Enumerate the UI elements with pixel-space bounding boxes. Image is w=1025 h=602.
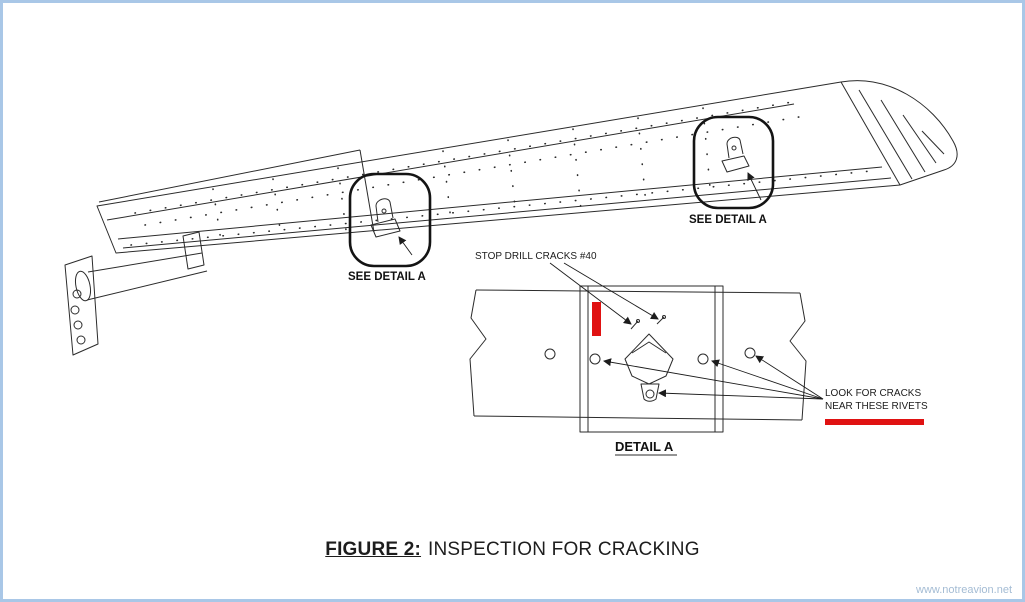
see-detail-a-label-right: SEE DETAIL A xyxy=(689,214,767,226)
spar-line-forward xyxy=(106,103,795,221)
horn-hole xyxy=(76,335,86,345)
leading-edge-seam xyxy=(98,149,361,203)
detail-leader-arrows xyxy=(549,262,824,400)
horn-hole xyxy=(70,305,80,315)
tip-rib-edge xyxy=(840,81,901,186)
figure-caption-title: INSPECTION FOR CRACKING xyxy=(428,539,700,560)
panel-seam xyxy=(359,149,375,233)
horn-hole xyxy=(73,320,83,330)
band-bottom-edge xyxy=(473,415,803,421)
stabilizer-drawing xyxy=(64,80,958,356)
detail-a-drawing xyxy=(469,285,807,433)
red-highlight-bar xyxy=(592,302,601,336)
hinge-bracket xyxy=(624,333,674,385)
rivet xyxy=(744,347,756,359)
hinge-fitting-left xyxy=(370,198,401,238)
callout-arrow-right xyxy=(747,172,762,201)
counterweight-tube-bottom xyxy=(86,270,208,301)
hinge-bracket-tab xyxy=(640,383,660,402)
see-detail-a-label-left: SEE DETAIL A xyxy=(348,271,426,283)
counterweight-tube-top xyxy=(87,252,203,273)
break-line-right xyxy=(789,292,807,421)
horn-plate xyxy=(64,255,99,356)
rivet xyxy=(697,353,709,365)
break-line-left xyxy=(469,289,487,417)
horn-hole xyxy=(72,289,82,299)
stabilizer-outline xyxy=(96,80,958,254)
hinge-fitting-right xyxy=(721,136,750,173)
rivet xyxy=(645,389,655,399)
tip-bow-line xyxy=(921,130,945,155)
counterweight-tube-end xyxy=(74,270,92,302)
rivet xyxy=(589,353,601,365)
stop-drill-label: STOP DRILL CRACKS #40 xyxy=(475,251,597,262)
detail-callout-left xyxy=(348,172,432,268)
rivet xyxy=(544,348,556,360)
root-hinge-strap xyxy=(182,231,205,270)
tip-bow-line xyxy=(902,114,937,164)
hinge-bracket-inner-line xyxy=(631,341,667,354)
look-for-cracks-line2: NEAR THESE RIVETS xyxy=(825,401,928,412)
tip-bow-line xyxy=(858,89,913,180)
detail-callout-right xyxy=(692,115,775,210)
rivet-rows xyxy=(130,100,872,246)
tip-bow-line xyxy=(880,99,926,173)
band-top-edge xyxy=(475,289,801,294)
figure-caption-number: FIGURE 2: xyxy=(325,539,422,560)
spar-line-aft xyxy=(117,166,883,240)
callout-arrow-left xyxy=(398,236,413,256)
doubler-plate xyxy=(579,285,724,433)
detail-a-title: DETAIL A xyxy=(615,439,674,454)
look-for-cracks-line1: LOOK FOR CRACKS xyxy=(825,388,921,399)
stop-drill-hole xyxy=(662,315,666,319)
red-underline-mark xyxy=(825,419,924,425)
figure-caption: FIGURE 2: INSPECTION FOR CRACKING xyxy=(3,539,1022,561)
watermark-text: www.notreavion.net xyxy=(916,584,1012,596)
stop-drill-hole xyxy=(636,319,640,323)
figure-2-diagram: SEE DETAIL A SEE DETAIL A xyxy=(64,80,958,456)
trailing-edge-line xyxy=(122,177,892,249)
